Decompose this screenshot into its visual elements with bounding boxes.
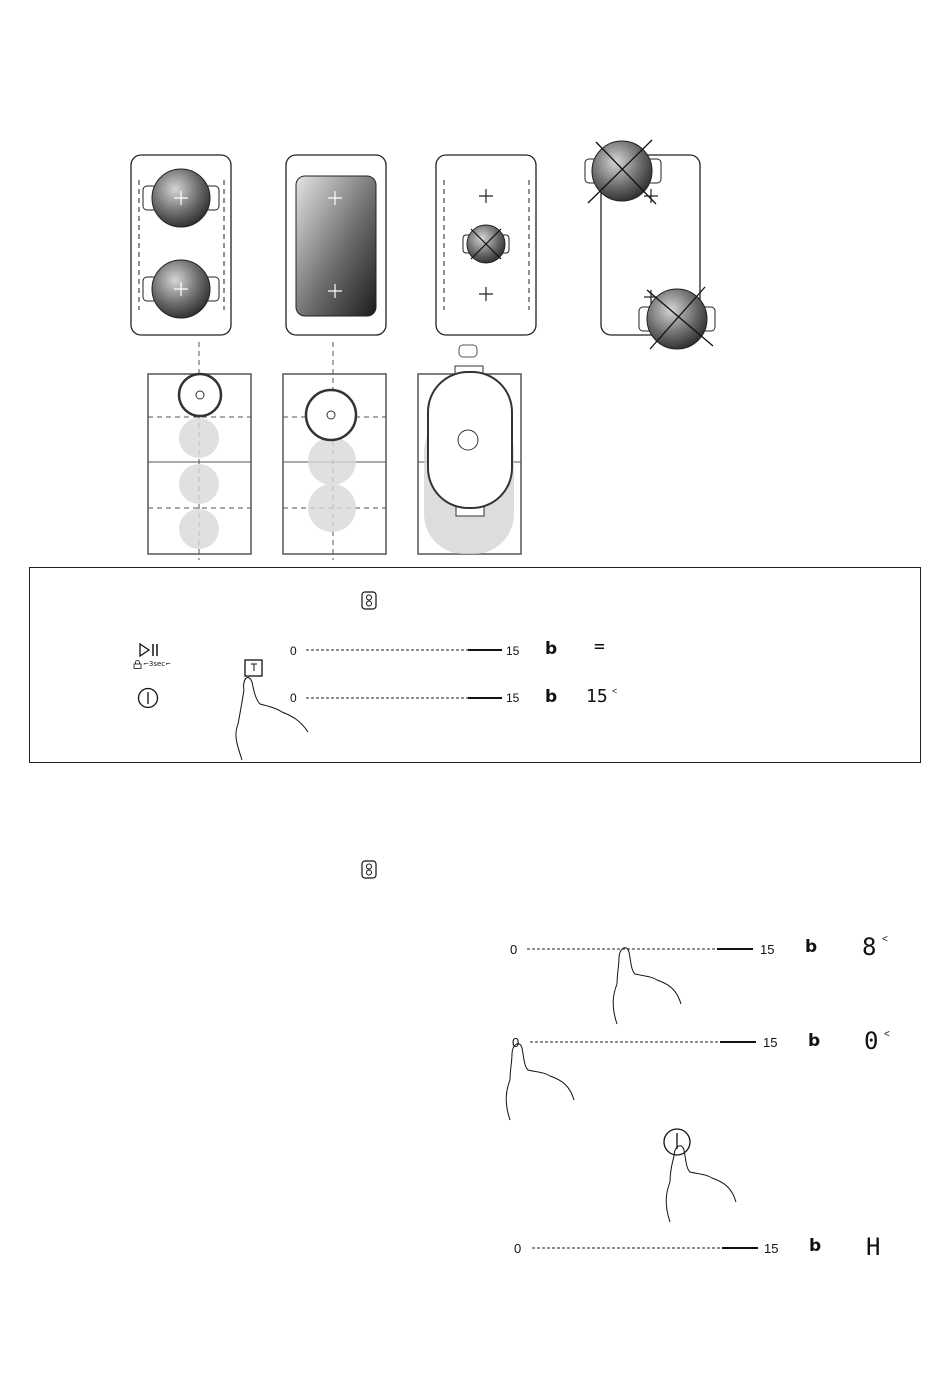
- lock-icon: [133, 660, 142, 669]
- zone-display: H: [866, 1233, 880, 1261]
- power-slider[interactable]: [306, 648, 502, 652]
- zone-small-pot-not-allowed-diagram: [436, 155, 536, 335]
- slider-max-label: 15: [506, 691, 519, 705]
- indicator-icon: <: [882, 934, 888, 945]
- booster-button[interactable]: b: [809, 1236, 821, 1256]
- finger-touch-icon: [605, 942, 685, 1026]
- bridge-zone-grid-1: [148, 342, 251, 560]
- zone-display: 0: [864, 1027, 878, 1055]
- cooking-zone-diagrams: [0, 0, 950, 560]
- slider-max-label: 15: [506, 644, 519, 658]
- bridge-zone-grid-2: [283, 342, 386, 560]
- zone-display: =: [594, 636, 605, 657]
- slider-max-label: 15: [764, 1241, 778, 1256]
- finger-touch-icon: [500, 1038, 580, 1122]
- zone-two-pots-diagram: [131, 155, 231, 335]
- slider-min-label: 0: [514, 1241, 521, 1256]
- slider-min-label: 0: [290, 644, 297, 658]
- indicator-icon: <: [884, 1029, 890, 1040]
- zone-display: 8: [862, 933, 876, 961]
- lock-3sec-label: ⌐3sec⌐: [143, 660, 171, 668]
- finger-touch-icon: [660, 1138, 740, 1224]
- play-pause-icon[interactable]: [138, 642, 162, 658]
- power-slider[interactable]: [306, 696, 502, 700]
- booster-button[interactable]: b: [805, 937, 817, 957]
- zone-large-rectangle-diagram: [286, 155, 386, 335]
- power-slider[interactable]: [532, 1246, 758, 1250]
- boost-icon: [361, 860, 377, 880]
- slider-max-label: 15: [760, 942, 774, 957]
- zone-display: 15: [586, 686, 608, 707]
- boost-icon: [361, 591, 377, 611]
- slider-min-label: 0: [510, 942, 517, 957]
- finger-touch-icon: [230, 656, 320, 762]
- booster-button[interactable]: b: [545, 639, 557, 659]
- slider-max-label: 15: [763, 1035, 777, 1050]
- power-icon[interactable]: [137, 687, 159, 709]
- bridge-zone-grid-3: [418, 345, 521, 554]
- indicator-icon: <: [612, 686, 617, 696]
- booster-button[interactable]: b: [808, 1031, 820, 1051]
- booster-button[interactable]: b: [545, 687, 557, 707]
- slider-min-label: 0: [290, 691, 297, 705]
- zone-misplaced-pots-diagram: [585, 140, 715, 349]
